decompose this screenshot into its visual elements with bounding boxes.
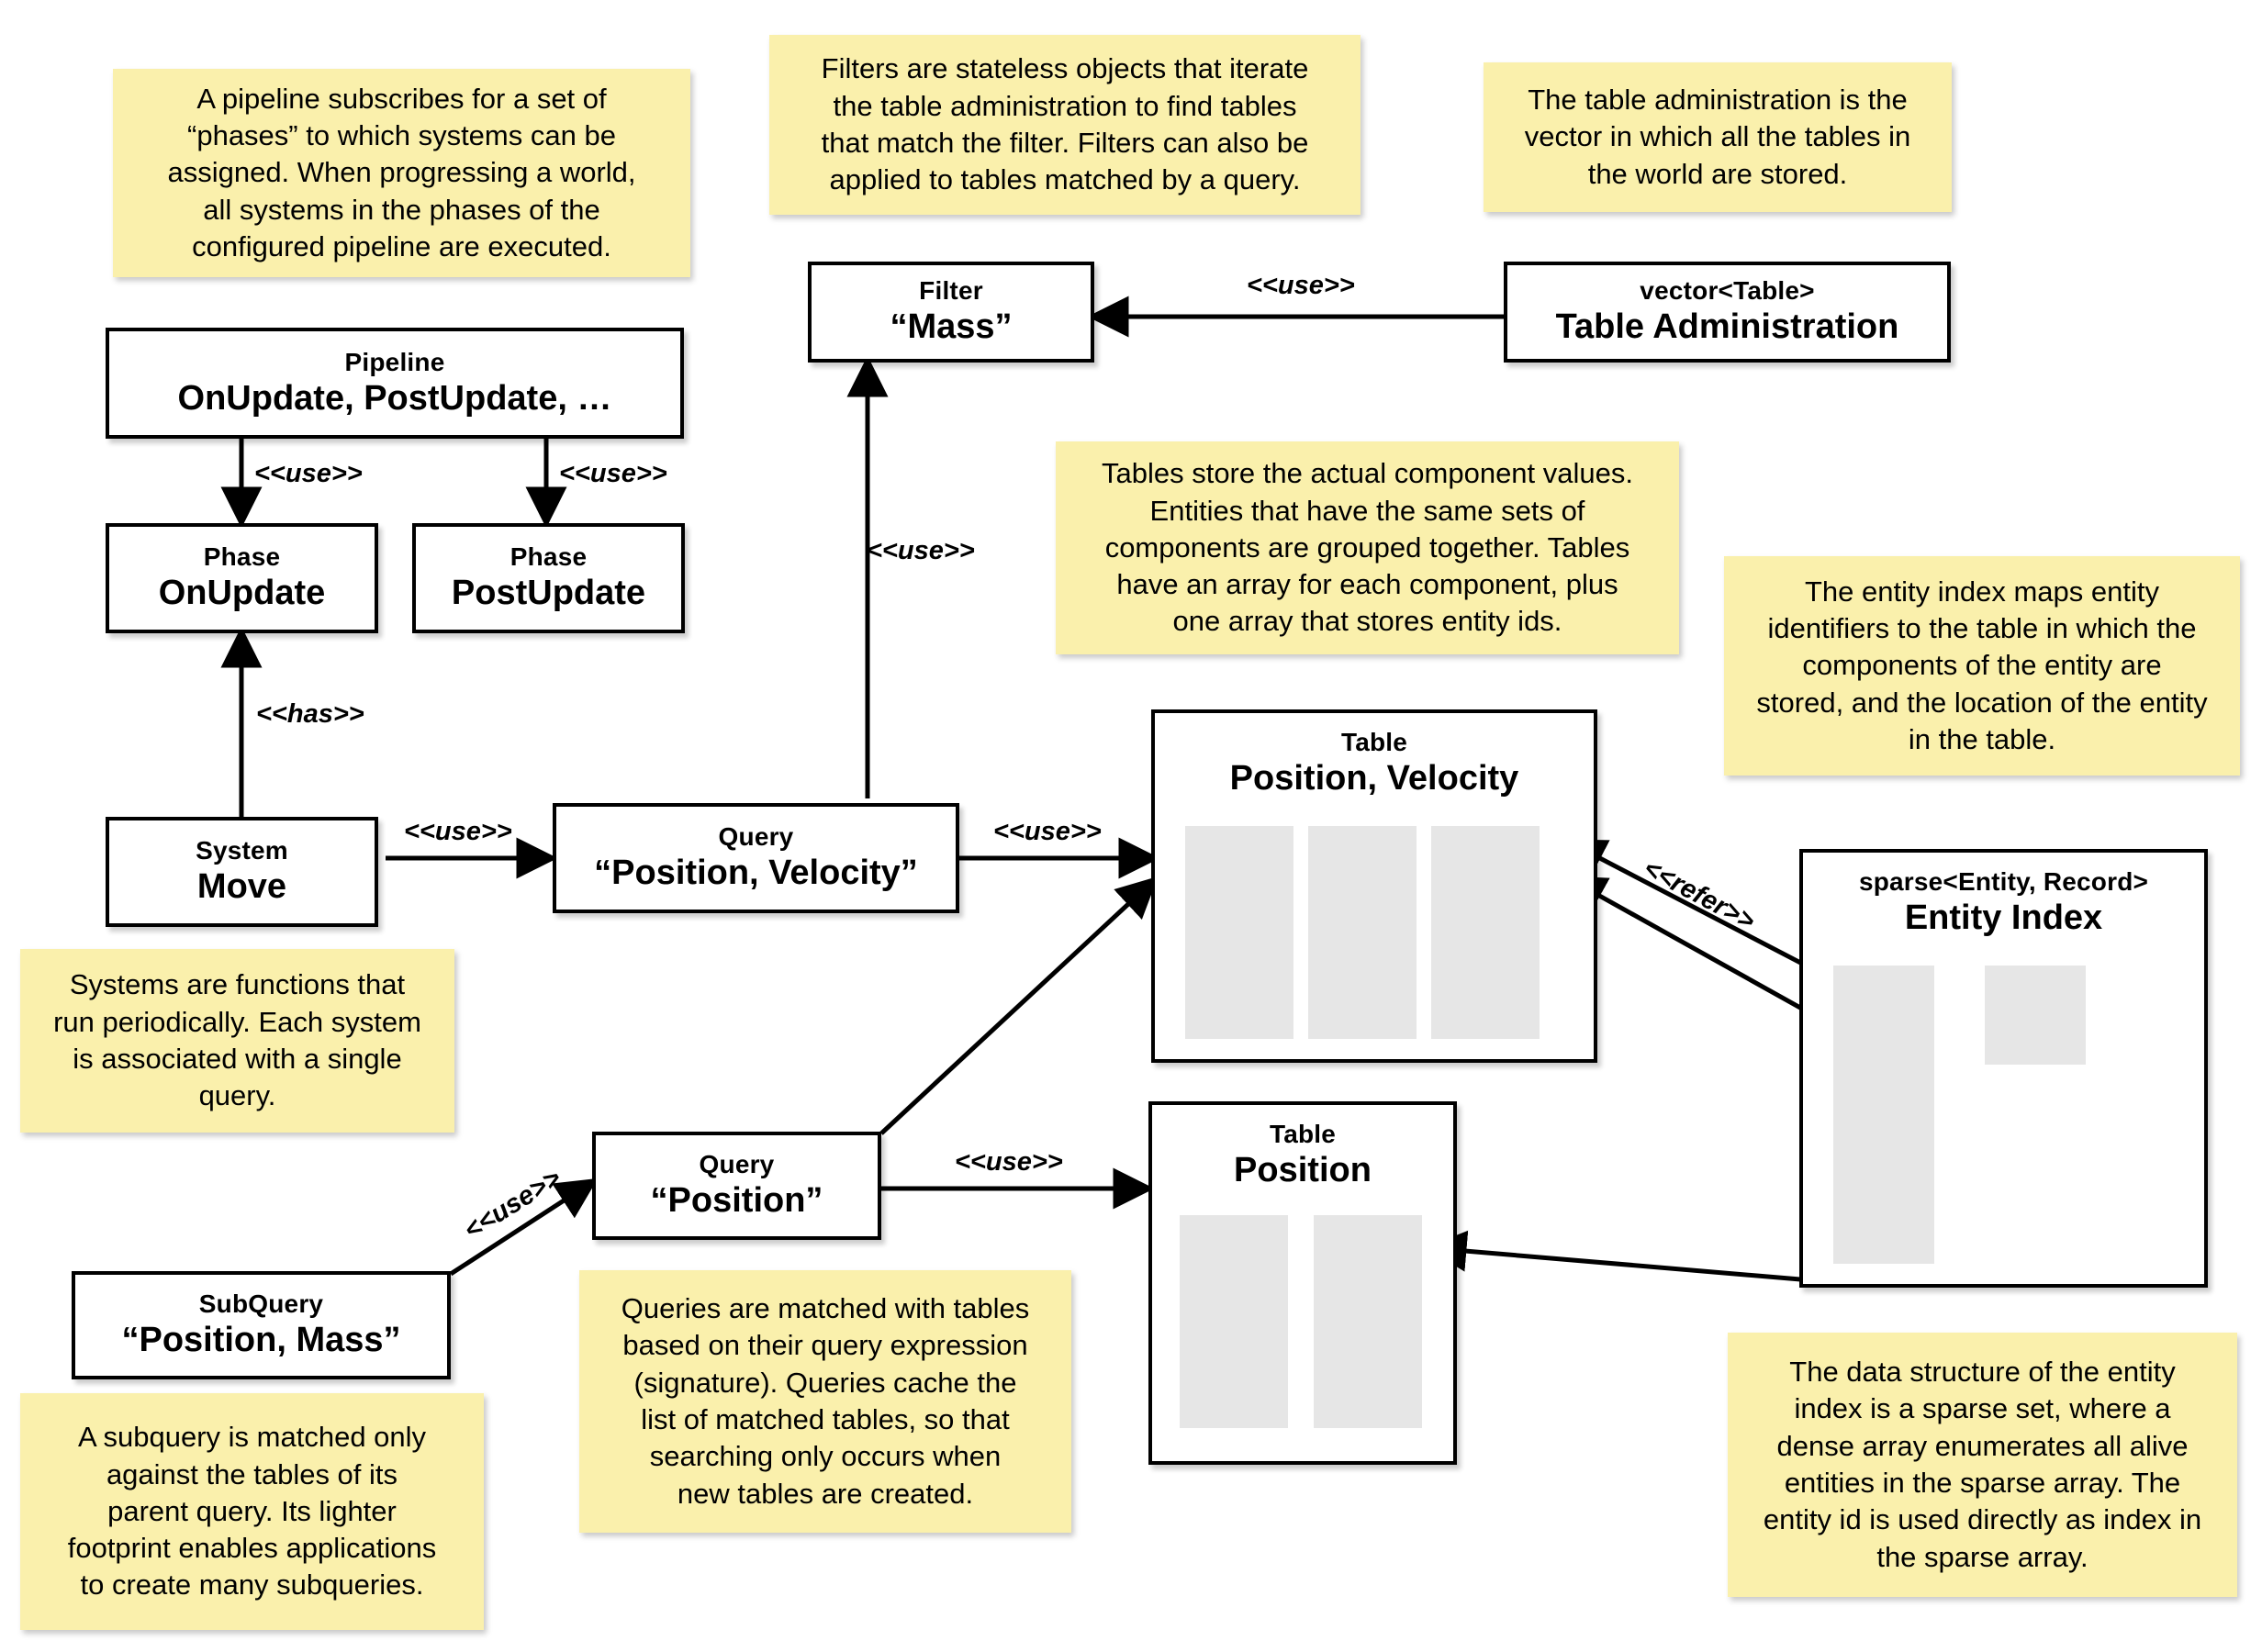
box-stereotype: Table [1340, 728, 1408, 756]
box-filter-mass[interactable]: Filter “Mass” [808, 262, 1094, 363]
box-stereotype: Query [718, 822, 794, 852]
edge-queryposition-to-table-pv [879, 876, 1159, 1135]
box-table-position[interactable]: Table Position [1148, 1101, 1457, 1465]
box-query-position-velocity[interactable]: Query “Position, Velocity” [553, 803, 959, 913]
note-table-administration: The table administration is the vector i… [1484, 62, 1952, 212]
note-subquery: A subquery is matched only against the t… [20, 1393, 484, 1630]
table-column-group [1185, 826, 1540, 1039]
box-title: “Position, Velocity” [594, 854, 918, 893]
table-column [1314, 1215, 1422, 1428]
edge-label-queryposition-table: <<use>> [955, 1147, 1063, 1177]
box-stereotype: sparse<Entity, Record> [1858, 867, 2149, 896]
box-stereotype: Phase [510, 542, 588, 572]
dense-array-column [1985, 966, 2086, 1065]
table-column [1308, 826, 1417, 1039]
edge-label-query-table: <<use>> [993, 817, 1102, 846]
edge-label-pipeline-postupdate: <<use>> [559, 459, 667, 488]
sparse-array-column [1833, 966, 1934, 1264]
box-title: PostUpdate [451, 574, 646, 613]
note-pipeline: A pipeline subscribes for a set of “phas… [113, 69, 690, 277]
box-title: OnUpdate [158, 574, 326, 613]
box-phase-onupdate[interactable]: Phase OnUpdate [106, 523, 378, 633]
box-stereotype: Query [699, 1150, 775, 1179]
edge-label-system-phase: <<has>> [256, 699, 364, 729]
box-table-position-velocity[interactable]: Table Position, Velocity [1151, 709, 1597, 1063]
table-column [1180, 1215, 1288, 1428]
table-column [1185, 826, 1293, 1039]
box-title: Position [1234, 1151, 1372, 1190]
box-stereotype: System [196, 836, 288, 865]
table-column-group [1180, 1215, 1422, 1428]
edge-label-query-filter: <<use>> [867, 536, 975, 565]
box-subquery[interactable]: SubQuery “Position, Mass” [72, 1271, 451, 1379]
edge-label-system-query: <<use>> [404, 817, 512, 846]
box-title: Table Administration [1555, 307, 1899, 347]
box-title: “Mass” [890, 307, 1013, 347]
note-queries: Queries are matched with tables based on… [579, 1270, 1071, 1533]
note-sparse-set: The data structure of the entity index i… [1728, 1333, 2237, 1597]
edge-label-pipeline-onupdate: <<use>> [254, 459, 363, 488]
box-table-administration[interactable]: vector<Table> Table Administration [1504, 262, 1951, 363]
entity-index-array-group [1833, 966, 2086, 1264]
box-stereotype: vector<Table> [1640, 276, 1815, 306]
box-title: OnUpdate, PostUpdate, … [177, 378, 612, 418]
edge-label-tableadmin-filter: <<use>> [1247, 271, 1355, 300]
box-title: Position, Velocity [1229, 759, 1519, 798]
note-systems: Systems are functions that run periodica… [20, 949, 454, 1133]
edge-label-subquery-query: <<use>> [459, 1163, 566, 1246]
box-stereotype: Filter [919, 276, 983, 306]
box-title: Move [196, 867, 287, 907]
note-tables: Tables store the actual component values… [1056, 441, 1679, 654]
box-title: Entity Index [1904, 899, 2103, 938]
box-title: “Position” [650, 1181, 823, 1221]
box-pipeline[interactable]: Pipeline OnUpdate, PostUpdate, … [106, 328, 684, 439]
note-entity-index: The entity index maps entity identifiers… [1724, 556, 2240, 776]
box-system-move[interactable]: System Move [106, 817, 378, 927]
table-column [1431, 826, 1540, 1039]
edge-label-entityindex-table: <<refer>> [1638, 854, 1760, 937]
box-stereotype: Table [1269, 1120, 1337, 1148]
note-filters: Filters are stateless objects that itera… [769, 35, 1361, 215]
box-entity-index[interactable]: sparse<Entity, Record> Entity Index [1799, 849, 2208, 1288]
box-stereotype: Phase [203, 542, 281, 572]
box-phase-postupdate[interactable]: Phase PostUpdate [412, 523, 685, 633]
box-query-position[interactable]: Query “Position” [592, 1132, 881, 1240]
box-stereotype: Pipeline [344, 347, 445, 376]
box-stereotype: SubQuery [198, 1289, 324, 1319]
box-title: “Position, Mass” [121, 1321, 401, 1360]
